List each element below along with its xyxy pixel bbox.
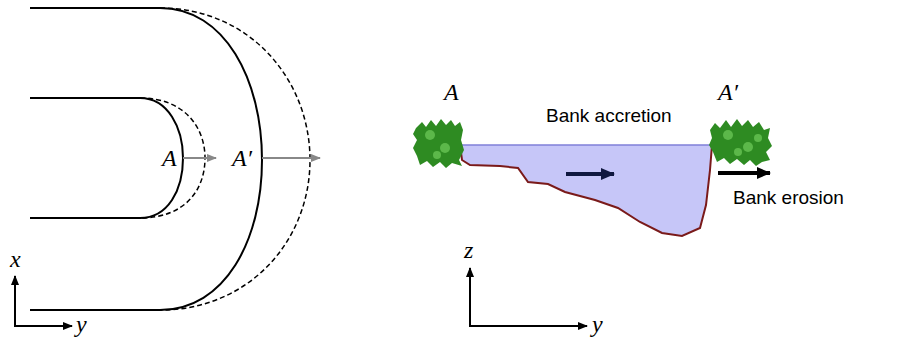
axis (14, 276, 16, 326)
process-label: Bank accretion (546, 106, 672, 125)
riverbed (460, 145, 712, 236)
axis (469, 268, 471, 326)
axis (14, 325, 72, 327)
axis-label: y (76, 312, 87, 336)
inner-bank-line (30, 98, 183, 218)
migration-arrow (262, 157, 320, 159)
process-label: Bank erosion (733, 188, 844, 207)
migration-arrow (183, 157, 216, 159)
flow-arrow (566, 172, 614, 176)
axis-label: z (464, 238, 473, 262)
vegetation (425, 130, 762, 159)
erosion-arrow (718, 171, 770, 175)
section-label: A′ (718, 80, 738, 104)
water (460, 145, 712, 236)
section-label: A′ (232, 146, 252, 170)
axis (469, 325, 587, 327)
vegetation (413, 119, 772, 168)
axis-label: x (10, 247, 21, 271)
section-label: A (162, 146, 177, 170)
axis-label: y (592, 312, 603, 336)
outer-bank-line (30, 8, 262, 310)
section-label: A (444, 80, 459, 104)
water-surface (460, 144, 712, 146)
